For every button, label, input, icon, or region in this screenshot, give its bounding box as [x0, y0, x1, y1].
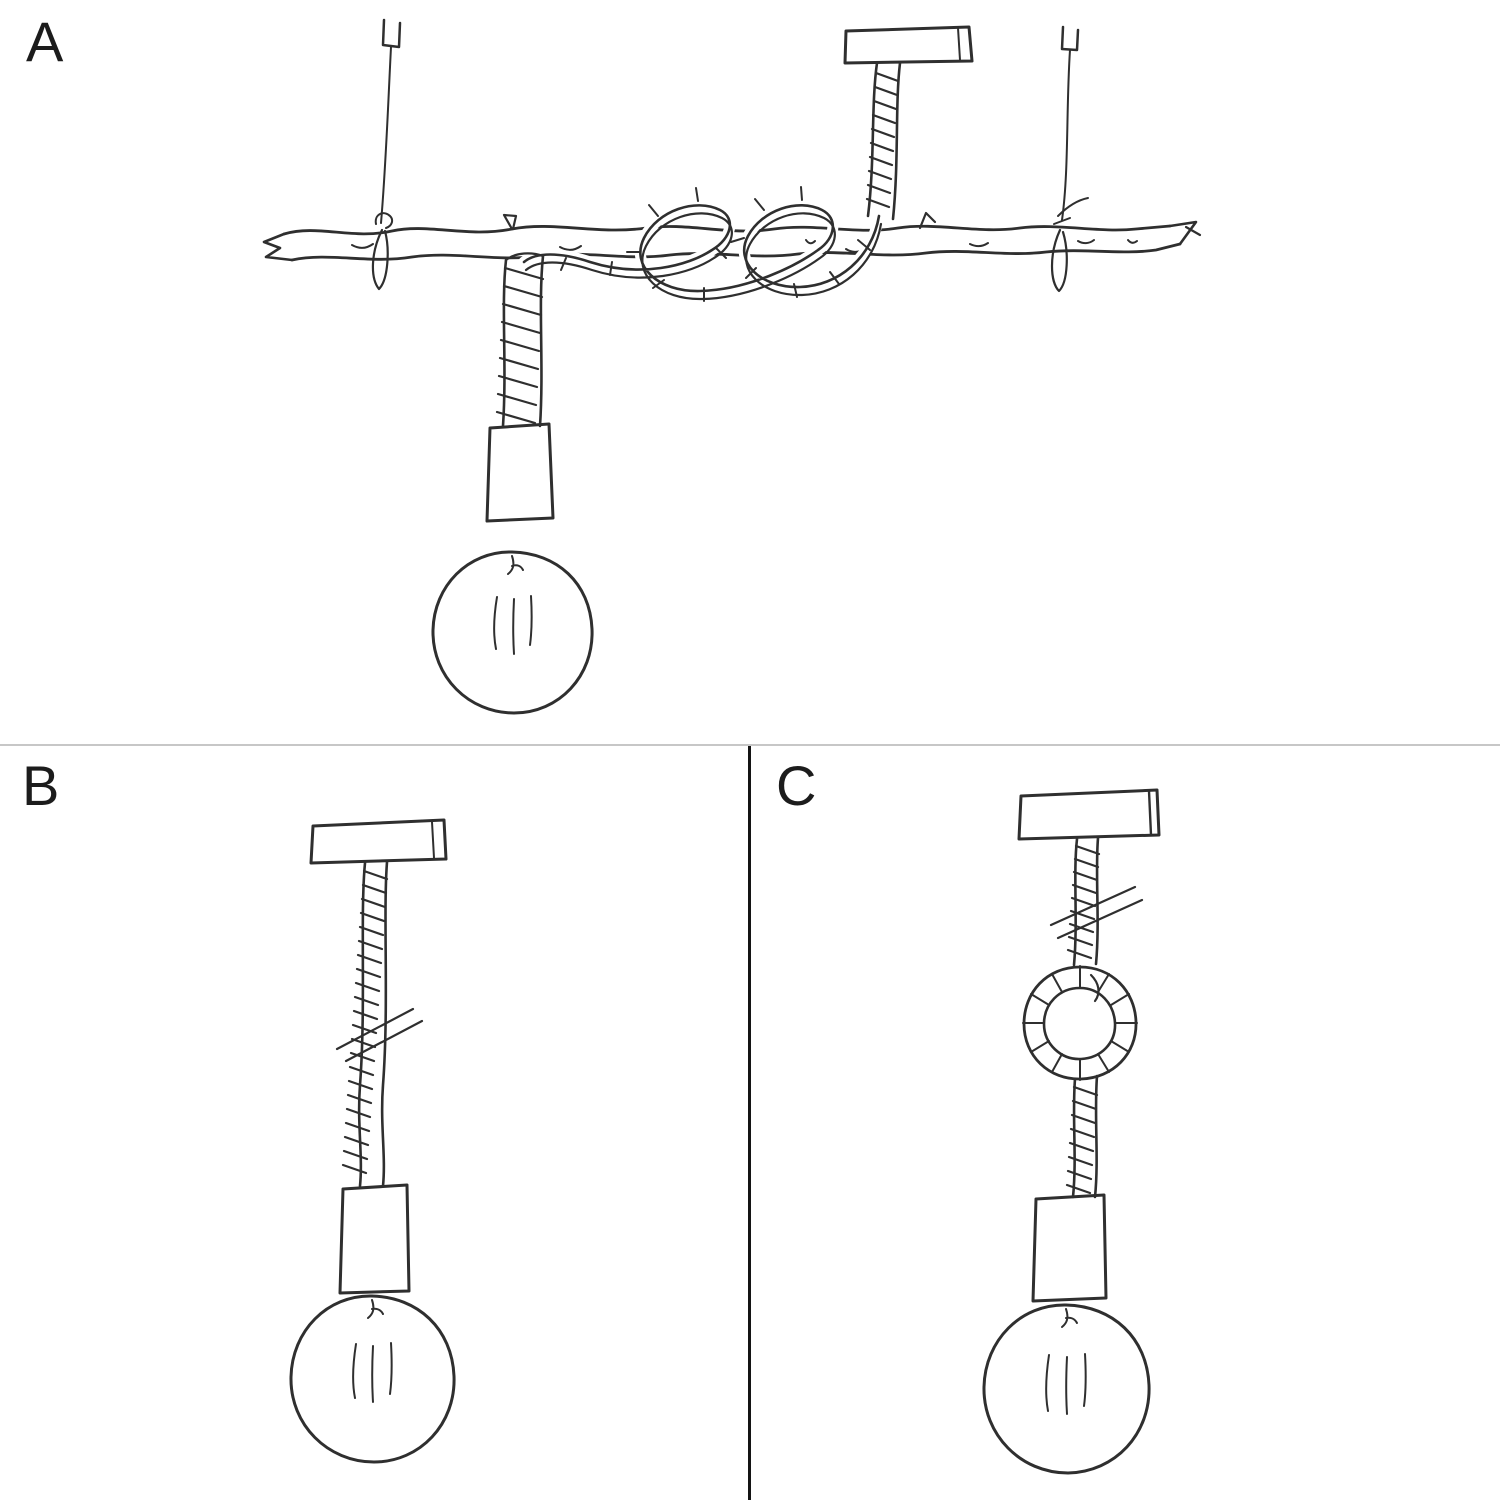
sketch-a-branch-pendant — [262, 18, 1202, 715]
sketch-a-ink — [262, 18, 1202, 715]
lamp-socket — [485, 422, 555, 523]
ceiling-rose — [1017, 788, 1161, 841]
light-bulb — [431, 550, 594, 715]
vertical-divider — [748, 746, 751, 1500]
panel-c-label: C — [776, 754, 818, 817]
hanging-cord-left — [371, 18, 402, 291]
rope-upper — [865, 61, 902, 221]
length-break-marks — [335, 1007, 424, 1063]
sketch-c-knotted-rope-pendant — [982, 788, 1161, 1475]
lamp-socket — [338, 1183, 411, 1295]
rope-wrap — [518, 186, 885, 302]
panel-a-label: A — [26, 10, 65, 73]
panel-b-label: B — [22, 754, 61, 817]
sketch-b-ink — [289, 818, 456, 1464]
ceiling-rose — [843, 25, 974, 65]
branch — [262, 211, 1202, 262]
rope-knot — [1022, 965, 1138, 1081]
light-bulb — [289, 1294, 456, 1464]
rope-lower — [1065, 1074, 1099, 1199]
length-break-marks — [1049, 885, 1144, 940]
rope-lower — [495, 252, 545, 428]
horizontal-divider — [0, 744, 1500, 746]
light-bulb — [982, 1303, 1151, 1475]
rope — [341, 860, 389, 1188]
lamp-socket — [1031, 1193, 1108, 1303]
hanging-cord-right — [1050, 25, 1089, 293]
ceiling-rose — [309, 818, 448, 865]
sketch-c-ink — [982, 788, 1161, 1475]
sketch-b-rope-pendant — [289, 818, 456, 1464]
rope-upper — [1066, 836, 1101, 967]
